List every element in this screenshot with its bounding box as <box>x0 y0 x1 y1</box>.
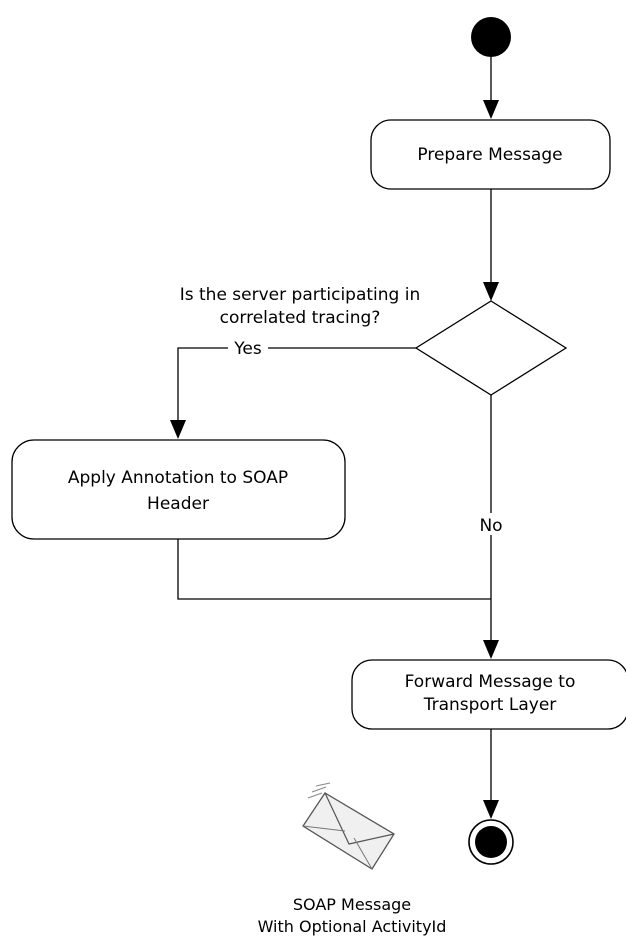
flow-yes-branch <box>177 347 416 420</box>
envelope-icon <box>302 782 395 870</box>
no-guard-label: No <box>479 516 502 536</box>
forward-message-label-line-1: Forward Message to <box>405 672 576 692</box>
soap-message-label-line-2: With Optional ActivityId <box>258 917 447 936</box>
prepare-message-action: Prepare Message <box>370 119 611 190</box>
arrowhead-apply <box>170 420 186 439</box>
decision-node <box>414 300 568 396</box>
apply-annotation-action: Apply Annotation to SOAP Header <box>11 439 346 540</box>
apply-annotation-label-line-1: Apply Annotation to SOAP <box>68 468 288 488</box>
arrowhead-decision <box>483 282 499 301</box>
decision-question-line-1: Is the server participating in <box>180 285 421 305</box>
forward-message-label-line-2: Transport Layer <box>423 695 557 715</box>
yes-label-background <box>228 338 268 358</box>
flow-apply-to-merge <box>177 539 491 600</box>
soap-message-label-line-1: SOAP Message <box>293 895 411 914</box>
apply-annotation-label-line-2: Header <box>147 494 209 514</box>
no-label-background <box>472 513 510 535</box>
yes-guard-label: Yes <box>233 339 262 359</box>
arrowhead-prepare <box>483 100 499 119</box>
arrowhead-forward <box>483 640 499 659</box>
decision-question-line-2: correlated tracing? <box>220 308 381 328</box>
prepare-message-label: Prepare Message <box>417 145 562 165</box>
initial-node <box>471 17 511 57</box>
forward-message-action: Forward Message to Transport Layer <box>351 659 626 730</box>
final-node <box>468 819 514 865</box>
arrowhead-final <box>483 800 499 819</box>
